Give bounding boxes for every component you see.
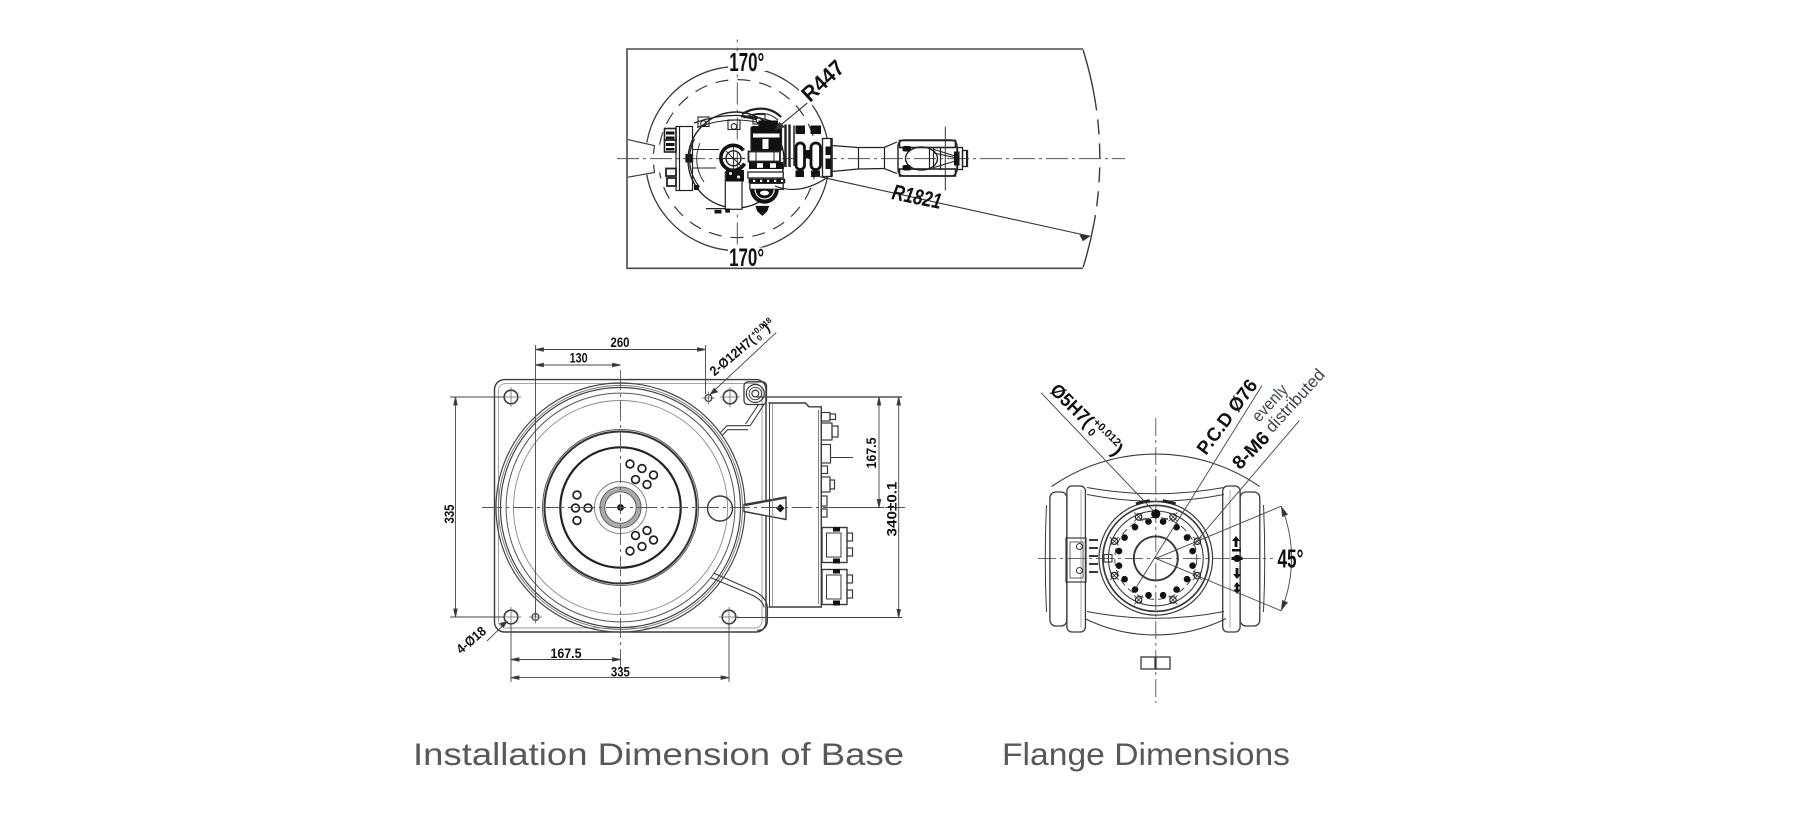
svg-text:260: 260 [611, 335, 630, 350]
svg-text:130: 130 [570, 351, 588, 366]
svg-text:45°: 45° [1278, 544, 1304, 574]
svg-text:170°: 170° [729, 47, 764, 77]
svg-text:340±0.1: 340±0.1 [885, 481, 900, 537]
svg-text:335: 335 [442, 504, 457, 523]
svg-text:170°: 170° [729, 244, 764, 272]
svg-text:Installation Dimension of Base: Installation Dimension of Base [413, 736, 904, 772]
svg-text:Flange Dimensions: Flange Dimensions [1002, 736, 1290, 772]
svg-text:167.5: 167.5 [864, 437, 879, 468]
svg-text:R1821: R1821 [890, 179, 944, 213]
svg-text:4-Ø18: 4-Ø18 [453, 623, 489, 657]
svg-text:2-Ø12H7(: 2-Ø12H7( [707, 332, 758, 378]
svg-text:+0.018: +0.018 [749, 315, 774, 338]
svg-text:0: 0 [1085, 426, 1098, 439]
svg-text:8-M6: 8-M6 [1229, 428, 1275, 474]
svg-text:335: 335 [611, 665, 630, 680]
svg-text:0: 0 [755, 333, 765, 343]
svg-text:167.5: 167.5 [551, 646, 582, 661]
